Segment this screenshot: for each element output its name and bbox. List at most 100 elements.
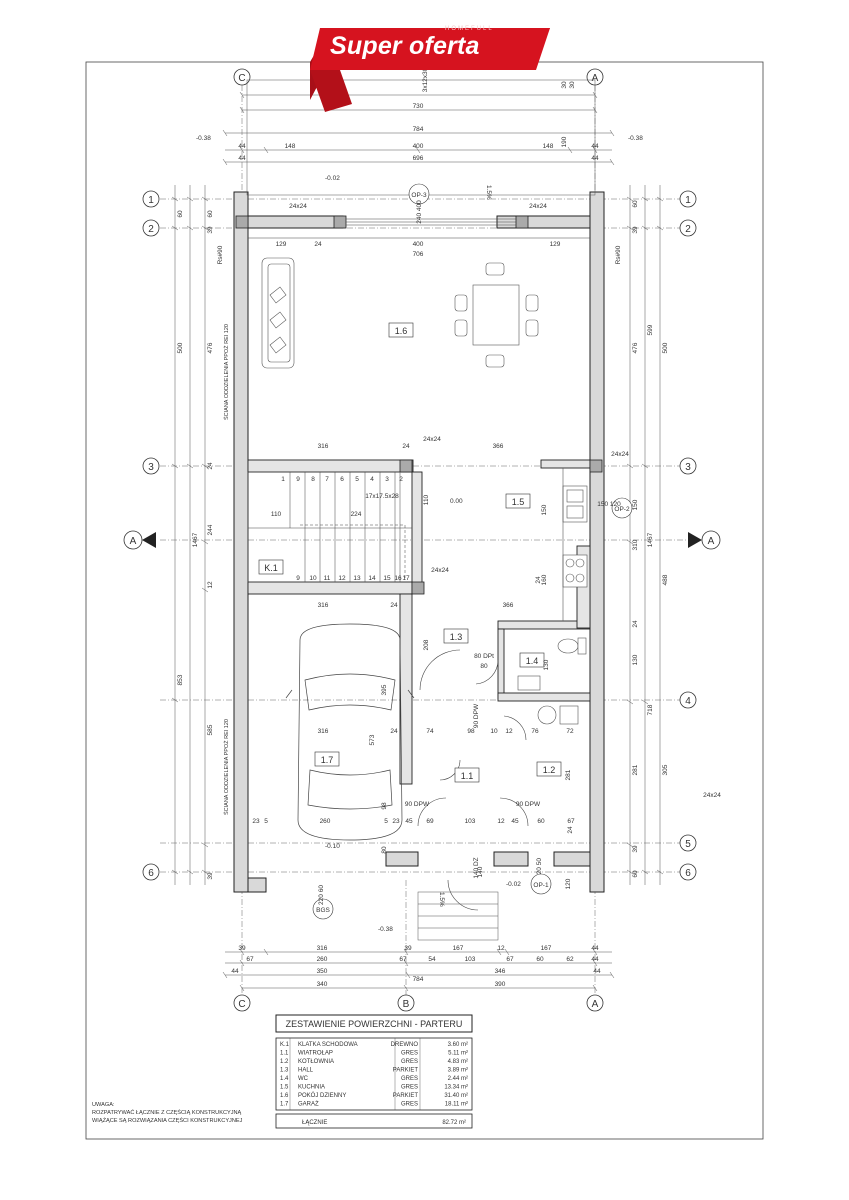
- dim-value: 400: [413, 143, 424, 150]
- dim-value: 24: [567, 826, 574, 834]
- axis-label-top-c: C: [238, 73, 245, 84]
- dim-value: 24: [390, 728, 398, 735]
- tag-text: 80: [480, 663, 488, 670]
- dim-value: 12: [497, 818, 505, 825]
- left-dimension-text: 60 39 500 476 1467 244 12 853 585 39 24 …: [177, 210, 214, 880]
- level-value: 0.00: [450, 498, 463, 505]
- dim-value: 74: [426, 728, 434, 735]
- banner-subtitle: HOMEFULL: [445, 26, 494, 32]
- table-cell-name: WIATROŁAP: [298, 1051, 333, 1057]
- dim-value: 476: [207, 342, 214, 353]
- dim-value: 150: [541, 504, 548, 515]
- dim-value: 260: [320, 818, 331, 825]
- dim-value: 45: [511, 818, 519, 825]
- dim-value: 44: [231, 968, 239, 975]
- axis-label-left-2: 2: [148, 224, 154, 235]
- table-cell-name: KLATKA SCHODOWA: [298, 1042, 358, 1048]
- table-cell-no: 1.6: [280, 1093, 289, 1099]
- room-label: 1.3: [450, 632, 463, 642]
- notes-line-1: ROZPATRYWAĆ ŁĄCZNIE Z CZĘŚCIĄ KONSTRUKCY…: [92, 1110, 242, 1116]
- notes-title: UWAGA:: [92, 1102, 115, 1108]
- dim-value: 39: [632, 226, 639, 234]
- dim-value: 12: [207, 581, 214, 589]
- room-label: 1.7: [321, 755, 334, 765]
- top-glazing: [248, 218, 590, 239]
- table-cell-no: 1.2: [280, 1059, 289, 1065]
- sheet-frame: [85, 61, 764, 1140]
- dim-value: 39: [632, 845, 639, 853]
- stair-number: 10: [309, 575, 317, 582]
- dim-value: 24: [632, 620, 639, 628]
- table-cell-floor: GRES: [401, 1102, 418, 1108]
- dim-value: 60: [632, 870, 639, 878]
- table-cell-no: 1.1: [280, 1051, 289, 1057]
- fire-wall-note: ŚCIANA ODDZIELENIA PPOŻ REI 120: [222, 324, 230, 420]
- dim-value: 44: [238, 143, 246, 150]
- dim-value: 17x17.5x28: [365, 493, 399, 500]
- dim-value: 44: [593, 968, 601, 975]
- dim-value: 12: [505, 728, 513, 735]
- dim-value: 24x24: [431, 567, 449, 574]
- kitchen-counter: [562, 468, 588, 621]
- staircase: [247, 471, 412, 583]
- dim-value: 599: [647, 324, 654, 335]
- dim-value: 67: [567, 818, 575, 825]
- stair-number: 11: [324, 575, 331, 582]
- stair-number: 9: [296, 476, 300, 483]
- dim-value: 148: [285, 143, 296, 150]
- table-cell-floor: PARKIET: [393, 1068, 419, 1074]
- tag-text: OP-3: [411, 192, 427, 199]
- dim-value: 395: [381, 684, 388, 695]
- table-total-value: 82.72 m²: [442, 1120, 466, 1126]
- dim-value: 12: [497, 945, 505, 952]
- dim-value: 39: [207, 226, 214, 234]
- dim-value: 60: [177, 210, 184, 218]
- table-cell-name: POKÓJ DZIENNY: [298, 1092, 346, 1099]
- dim-value: 5: [264, 818, 268, 825]
- area-table: [275, 1014, 473, 1129]
- pillars: [235, 215, 603, 595]
- stair-number: 5: [355, 476, 359, 483]
- dim-value: 24: [207, 462, 214, 470]
- dim-value: 853: [177, 674, 184, 685]
- dim-value: 60: [537, 818, 545, 825]
- dim-value: 476: [632, 342, 639, 353]
- table-cell-no: 1.5: [280, 1085, 289, 1091]
- dim-value: 103: [465, 818, 476, 825]
- dim-value: 130: [543, 659, 550, 670]
- axis-label-right-4: 4: [685, 696, 691, 707]
- interior-walls: [247, 459, 591, 785]
- dim-value: 400: [413, 241, 424, 248]
- dim-value: 39: [404, 945, 412, 952]
- dim-value: 167: [453, 945, 464, 952]
- dim-value: 346: [495, 968, 506, 975]
- dim-value: 167: [541, 945, 552, 952]
- dim-value: 316: [318, 728, 329, 735]
- dim-value: 190: [561, 136, 568, 147]
- dim-value: 784: [413, 126, 424, 133]
- axis-label-left-3: 3: [148, 462, 154, 473]
- axis-label-right-3: 3: [685, 462, 691, 473]
- dim-value: 310: [632, 539, 639, 550]
- table-cell-name: GARAŻ: [298, 1101, 319, 1108]
- axis-label-right-2: 2: [685, 224, 691, 235]
- dim-value: 24: [314, 241, 322, 248]
- super-oferta-banner: [310, 28, 550, 112]
- stair-number: 12: [338, 575, 346, 582]
- table-cell-floor: GRES: [401, 1059, 418, 1065]
- table-cell-no: 1.4: [280, 1076, 289, 1082]
- dim-value: 140: [477, 866, 484, 877]
- dim-value: 69: [426, 818, 434, 825]
- dim-value: 24: [402, 443, 410, 450]
- banner-title: Super oferta: [330, 32, 480, 60]
- dim-value: 281: [565, 769, 572, 780]
- bottom-dimension-text: 39 316 39 167 12 167 44 67 260 67 54 103…: [231, 945, 601, 988]
- axis-label-left-6: 6: [148, 868, 154, 879]
- room-label: 1.2: [543, 765, 556, 775]
- stair-number: 9: [296, 575, 300, 582]
- axis-labels: C A C B A 1 2 3 6 1 2 3 4 5 6 A A: [130, 73, 715, 1010]
- section-label-right: A: [708, 536, 715, 547]
- wc-fixtures: [517, 637, 587, 725]
- table-cell-floor: DREWNO: [391, 1042, 419, 1048]
- dim-value: 129: [550, 241, 561, 248]
